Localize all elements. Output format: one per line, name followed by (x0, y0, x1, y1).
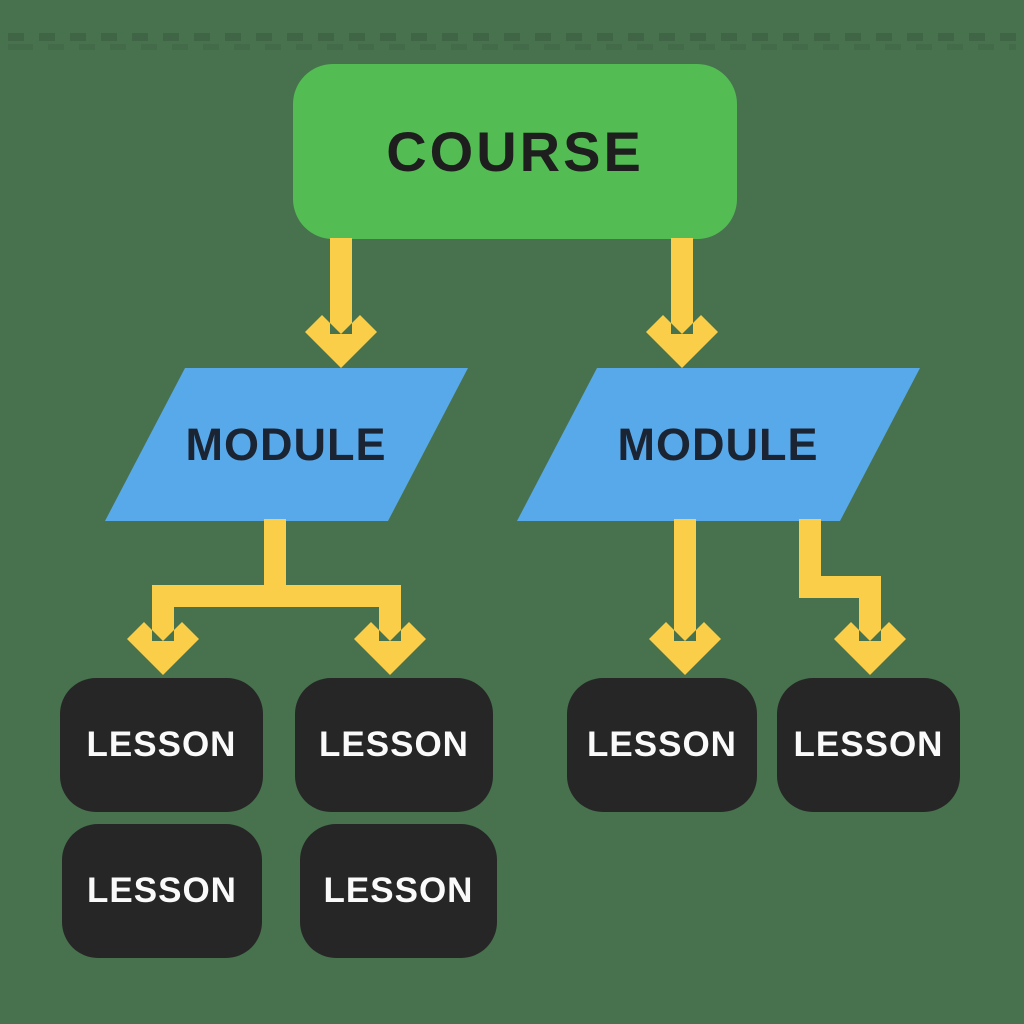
arrow-course-to-module-2 (646, 238, 718, 368)
arrow-module-1-to-lessons (127, 519, 426, 675)
lesson-node-4 (777, 678, 960, 812)
course-node-label: COURSE (386, 120, 644, 183)
lesson-node-1 (60, 678, 263, 812)
arrow-module-2-to-lesson-4 (799, 519, 906, 675)
lesson-4-label: LESSON (793, 725, 944, 764)
module-1-label: MODULE (185, 418, 387, 470)
module-node-2 (517, 368, 920, 521)
lesson-node-5 (62, 824, 262, 958)
lesson-6-label: LESSON (323, 871, 474, 910)
module-2-label: MODULE (617, 418, 819, 470)
arrow-course-to-module-1 (305, 238, 377, 368)
module-node-1 (105, 368, 468, 521)
lesson-node-2 (295, 678, 493, 812)
arrow-module-2-to-lesson-3 (649, 519, 721, 675)
course-node (293, 64, 737, 239)
lesson-node-3 (567, 678, 757, 812)
background-artifact-dashes (8, 33, 1016, 41)
lesson-5-label: LESSON (87, 871, 237, 910)
background-artifact-dashes (8, 44, 1016, 50)
lesson-node-6 (300, 824, 497, 958)
lesson-3-label: LESSON (587, 725, 737, 764)
lesson-2-label: LESSON (319, 725, 469, 764)
lesson-1-label: LESSON (86, 725, 237, 764)
